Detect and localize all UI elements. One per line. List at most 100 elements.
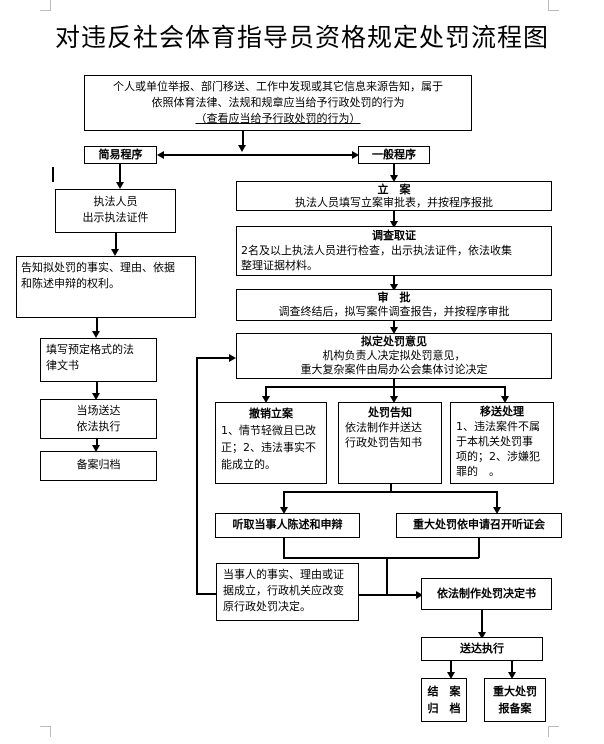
arrow (478, 632, 486, 639)
connector (283, 538, 285, 558)
connector (283, 557, 479, 559)
box-text: 告知拟处罚的事实、理由、依据 (21, 261, 175, 274)
arrow (390, 175, 398, 182)
box-text: 结 案 (427, 685, 461, 698)
fill-document-box: 填写预定格式的法 律文书 (40, 338, 157, 382)
transfer-box: 移送处理 1、违法案件不属 于本机关处罚事 项的；2、涉嫌犯 罪的 。 (450, 402, 554, 484)
simple-procedure-box: 简易程序 (84, 146, 157, 164)
arrow (262, 396, 270, 403)
connector (393, 386, 395, 397)
arrow (390, 221, 398, 228)
connector (96, 382, 98, 395)
connector (119, 164, 121, 184)
box-text: 重大复杂案件由局办公会集体讨论决定 (300, 363, 488, 376)
page-corner-mark (548, 0, 559, 11)
connector (478, 538, 480, 558)
arrow (493, 507, 501, 514)
penalty-notice-box: 处罚告知 依法制作并送达 行政处罚告知书 (338, 402, 442, 484)
connector (511, 661, 513, 673)
major-record-box: 重大处罚 报备案 (484, 678, 546, 722)
connector (196, 357, 230, 359)
arrow (157, 151, 164, 159)
text-cursor (52, 167, 54, 182)
connector (196, 357, 198, 594)
connector (196, 593, 216, 595)
arrow (390, 284, 398, 291)
penalty-decision-box: 依法制作处罚决定书 (421, 578, 552, 610)
connector (265, 386, 267, 397)
box-text: 能成立的。 (221, 458, 276, 471)
box-text: 依法制作并送达 (345, 421, 422, 434)
box-text: 出示执法证件 (82, 211, 149, 224)
page-corner-mark (40, 726, 51, 737)
box-text: 当事人的事实、理由或证 (223, 568, 344, 581)
connector (242, 131, 244, 147)
connector (393, 164, 395, 176)
penalty-opinion-box: 拟定处罚意见 机构负责人决定拟处罚意见， 重大复杂案件由局办公会集体讨论决定 (236, 333, 552, 379)
cancel-case-box: 撤销立案 1、情节轻微且已改 正；2、违法事实不 能成立的。 (215, 402, 327, 484)
box-text: 1、情节轻微且已改 (221, 424, 316, 437)
source-box: 个人或单位举报、部门移送、工作中发现或其它信息来源告知，属于 依照体育法律、法规… (84, 75, 472, 131)
archive-box: 备案归档 (40, 451, 157, 481)
hearing-box: 重大处罚依申请召开听证会 (396, 513, 562, 538)
arrow (92, 393, 100, 400)
arrow (352, 151, 359, 159)
connector (450, 661, 452, 673)
arrow (116, 182, 124, 189)
connector (390, 484, 392, 492)
connector (393, 379, 395, 387)
box-text: 归 档 (427, 702, 461, 715)
connector (393, 276, 395, 285)
box-title: 拟定处罚意见 (361, 335, 427, 348)
connector (358, 594, 418, 596)
connector (496, 491, 498, 508)
arrow (229, 354, 236, 362)
box-text: 原行政处罚决定。 (223, 600, 311, 613)
box-title: 立 案 (377, 183, 411, 196)
box-text: 执法人员填写立案审批表，并按程序报批 (295, 196, 493, 209)
connector (283, 491, 285, 508)
connector (96, 439, 98, 446)
box-title: 移送处理 (480, 405, 524, 418)
box-text: 当场送达 (76, 404, 121, 417)
arrow (238, 145, 246, 152)
box-text: 依法执行 (76, 420, 121, 433)
facts-established-box: 当事人的事实、理由或证 据成立，行政机关应改变 原行政处罚决定。 (216, 563, 359, 621)
general-procedure-box: 一般程序 (358, 146, 430, 164)
arrow (416, 591, 423, 599)
box-text: 执法人员 (93, 195, 138, 208)
box-text: 律文书 (46, 359, 79, 372)
connector (481, 610, 483, 633)
connector (504, 386, 506, 397)
arrow (92, 445, 100, 452)
source-line: 依照体育法律、法规和规章应当给予行政处罚的行为 (151, 96, 405, 109)
box-text: 正；2、违法事实不 (221, 441, 316, 454)
connector (96, 318, 98, 333)
box-text: 2名及以上执法人员进行检查，出示执法证件，依法收集 (241, 244, 512, 257)
view-punishable-acts-link[interactable]: （查看应当给予行政处罚的行为） (195, 112, 361, 125)
page-corner-mark (40, 0, 51, 11)
show-id-box: 执法人员 出示执法证件 (55, 189, 176, 233)
page-corner-mark (548, 726, 559, 737)
connector (393, 211, 395, 222)
hear-statement-box: 听取当事人陈述和申辩 (215, 513, 360, 538)
arrow (447, 672, 455, 679)
investigation-box: 调查取证 2名及以上执法人员进行检查，出示执法证件，依法收集 整理证据材料。 (236, 226, 552, 276)
arrow (111, 249, 119, 256)
connector (163, 154, 357, 156)
register-case-box: 立 案 执法人员填写立案审批表，并按程序报批 (236, 181, 552, 211)
box-title: 调查取证 (372, 229, 416, 242)
deliver-execute-box: 送达执行 (421, 637, 543, 661)
box-text: 于本机关处罚事 (456, 435, 533, 448)
box-text: 行政处罚告知书 (345, 436, 422, 449)
box-text: 报备案 (498, 702, 532, 715)
box-text: 机构负责人决定拟处罚意见， (322, 349, 466, 362)
box-text: 1、违法案件不属 (456, 420, 540, 433)
box-text: 项的；2、涉嫌犯 (456, 450, 540, 463)
source-line: 个人或单位举报、部门移送、工作中发现或其它信息来源告知，属于 (113, 80, 443, 93)
connector (283, 491, 497, 493)
connector (265, 386, 505, 388)
box-text: 和陈述申辩的权利。 (21, 277, 120, 290)
arrow (508, 672, 516, 679)
page-title: 对违反社会体育指导员资格规定处罚流程图 (54, 23, 549, 52)
